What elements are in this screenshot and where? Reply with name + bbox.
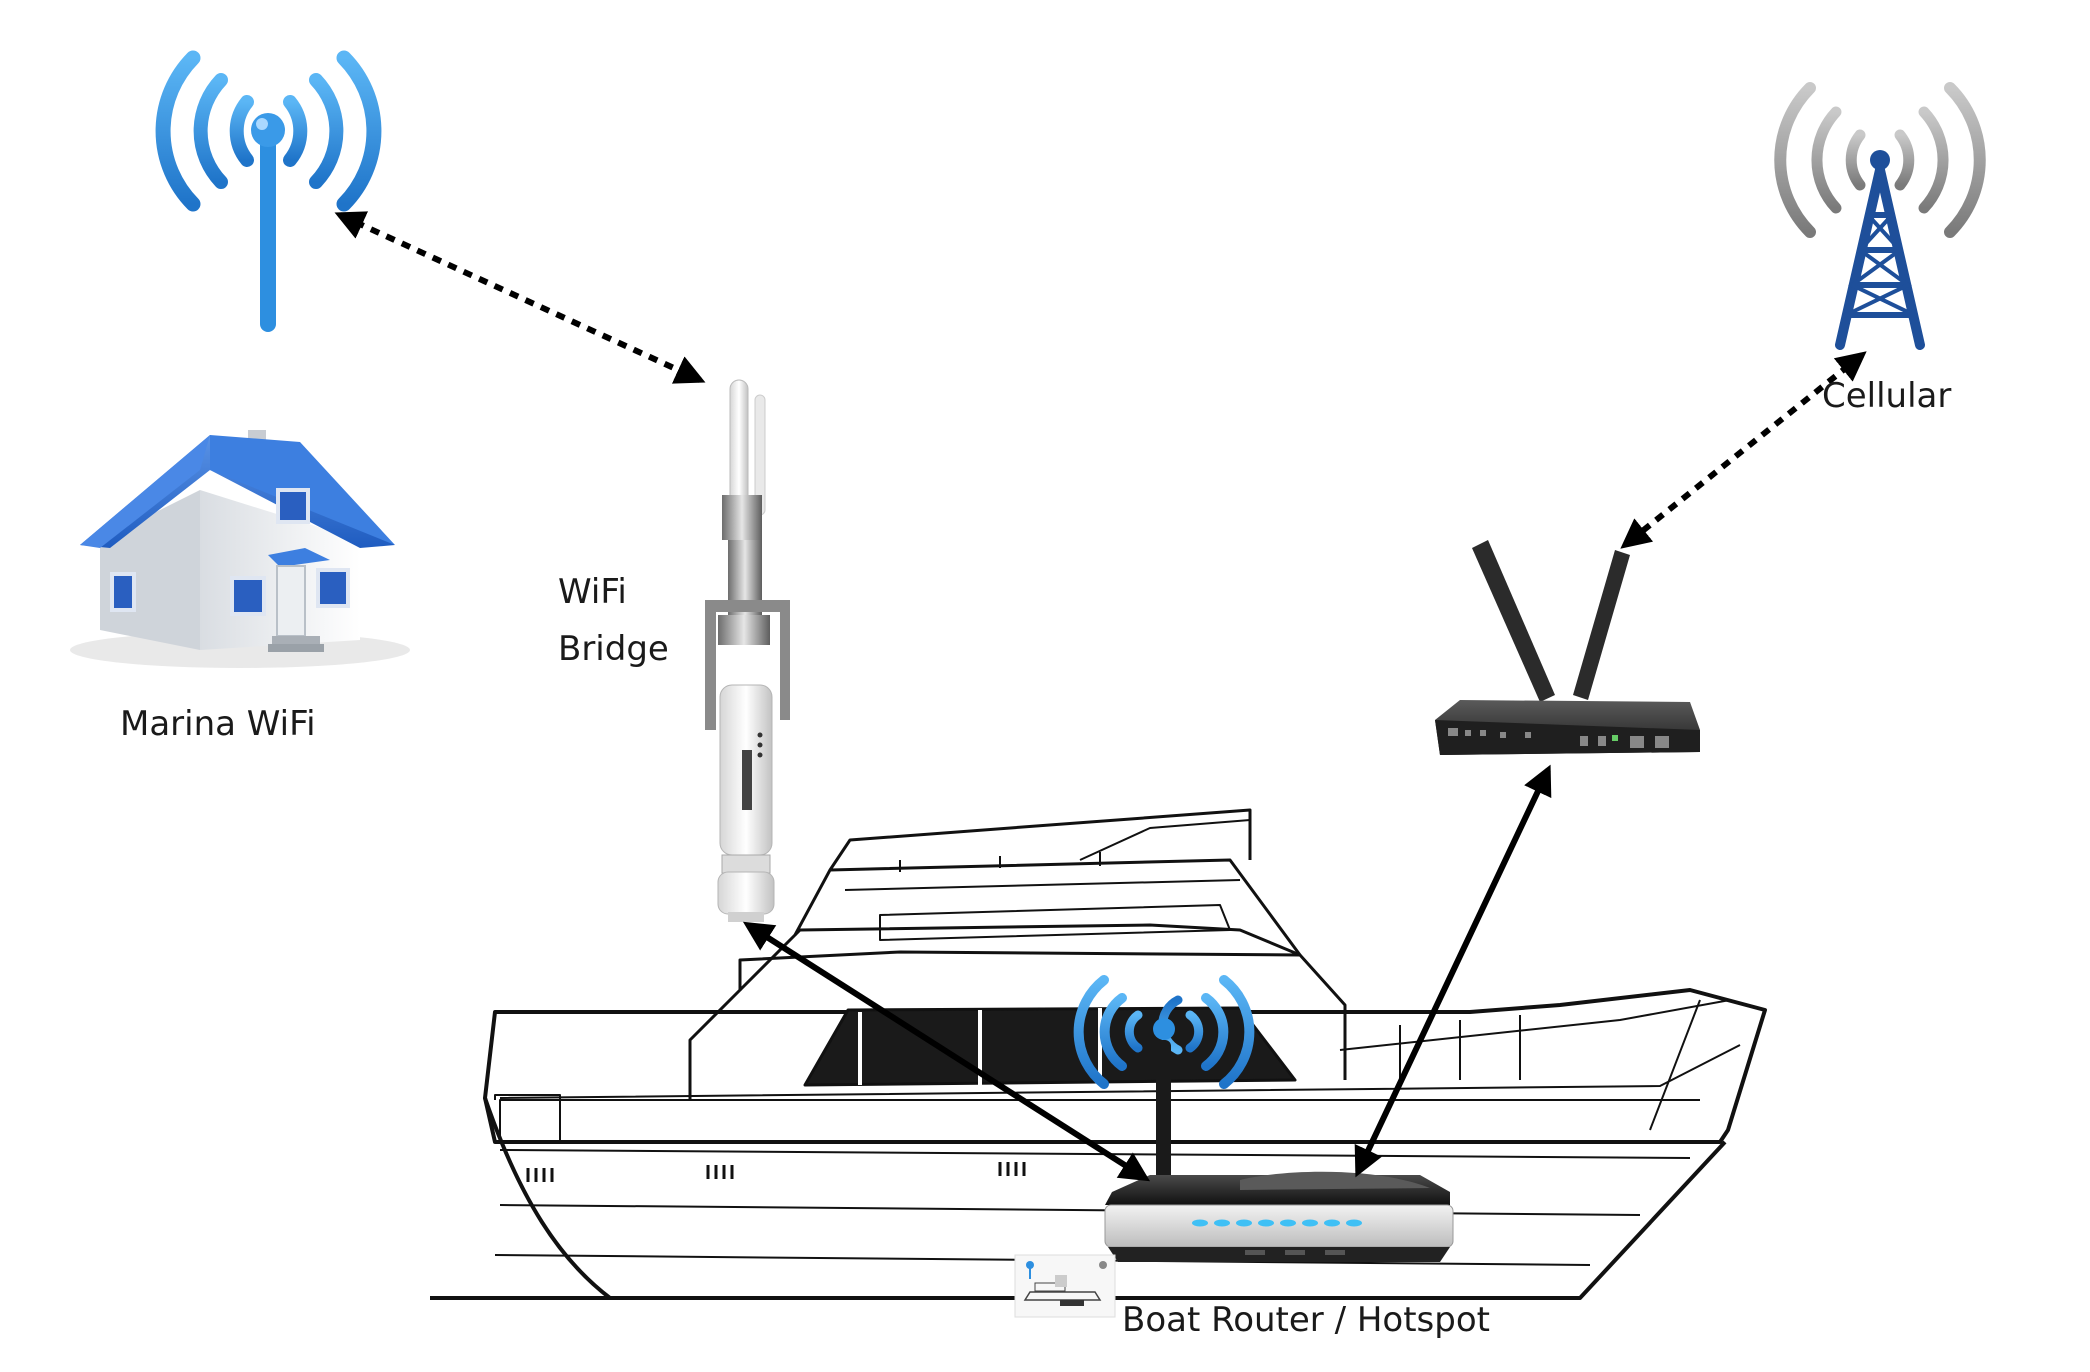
- boat-drawing: [430, 810, 1765, 1298]
- boat-flybridge: [795, 860, 1300, 955]
- wifi-bridge-device: [705, 380, 790, 922]
- link-marina-to-bridge: [340, 215, 700, 380]
- house-icon: [70, 430, 410, 668]
- cell-tower-icon: [1780, 88, 1980, 345]
- thumbnail-image: [1015, 1255, 1115, 1317]
- cellular-router-device: [1435, 540, 1700, 755]
- cellular-label: Cellular: [1822, 368, 1951, 424]
- marina-wifi-label: Marina WiFi: [120, 696, 316, 752]
- wifi-bridge-label-line1: WiFi: [558, 564, 627, 620]
- wifi-bridge-label-line2: Bridge: [558, 621, 669, 677]
- boat-router-label: Boat Router / Hotspot: [1122, 1292, 1490, 1348]
- boat-portholes: [528, 1162, 1024, 1182]
- marina-wifi-antenna-icon: [163, 58, 374, 332]
